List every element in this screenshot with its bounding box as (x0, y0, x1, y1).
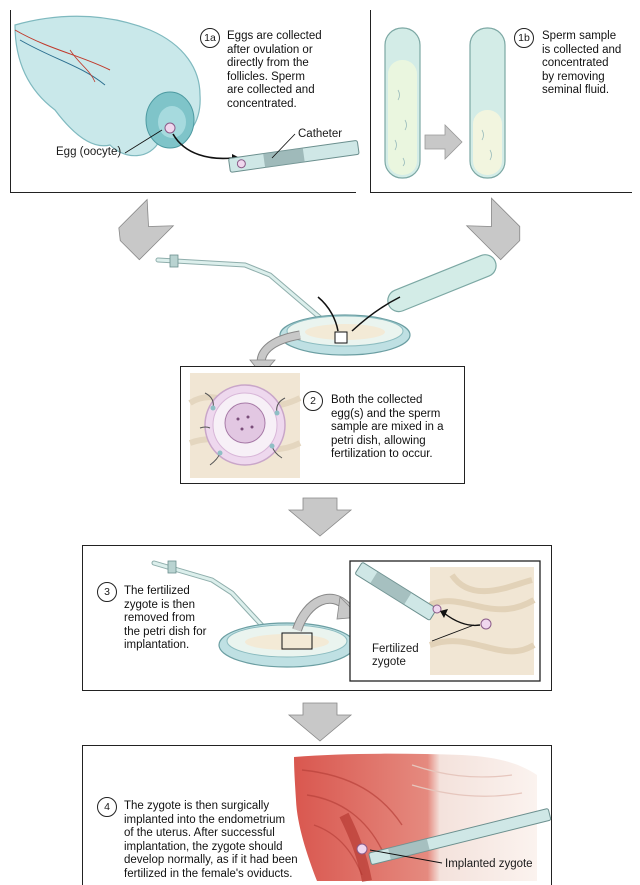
arrow-2-to-3 (287, 497, 353, 537)
step-4-caption: The zygote is then surgically implanted … (124, 800, 298, 880)
uterus-illustration (294, 753, 552, 882)
step-1a-badge: 1a (200, 28, 220, 48)
step-3-badge: 3 (97, 582, 117, 602)
step-3-caption: The fertilized zygote is then removed fr… (124, 585, 207, 651)
fertilization-illustration (188, 373, 302, 478)
arrow-3-to-4 (287, 702, 353, 742)
step-2-caption: Both the collected egg(s) and the sperm … (331, 394, 444, 460)
step-1b-badge: 1b (514, 28, 534, 48)
right-down-arrow (465, 197, 521, 261)
extraction-illustration (151, 560, 541, 682)
combine-illustration (118, 197, 521, 376)
zygote-cell (480, 618, 492, 630)
egg-label: Egg (oocyte) (56, 146, 122, 158)
step-1b-caption: Sperm sample is collected and concentrat… (542, 30, 622, 96)
sperm-tubes-illustration (384, 27, 506, 179)
catheter-label: Catheter (298, 128, 343, 140)
ovary-illustration (14, 15, 360, 173)
egg-cell (164, 122, 176, 134)
implanted-zygote-label: Implanted zygote (445, 858, 533, 870)
step-2-badge: 2 (303, 391, 323, 411)
implanted-zygote-cell (356, 843, 368, 855)
step-4-badge: 4 (97, 797, 117, 817)
watermark (181, 462, 465, 484)
left-down-arrow (118, 198, 175, 261)
step-1a-caption: Eggs are collected after ovulation or di… (227, 30, 322, 110)
transition-arrow (424, 124, 463, 160)
fertilized-zygote-label: Fertilized zygote (372, 643, 419, 668)
